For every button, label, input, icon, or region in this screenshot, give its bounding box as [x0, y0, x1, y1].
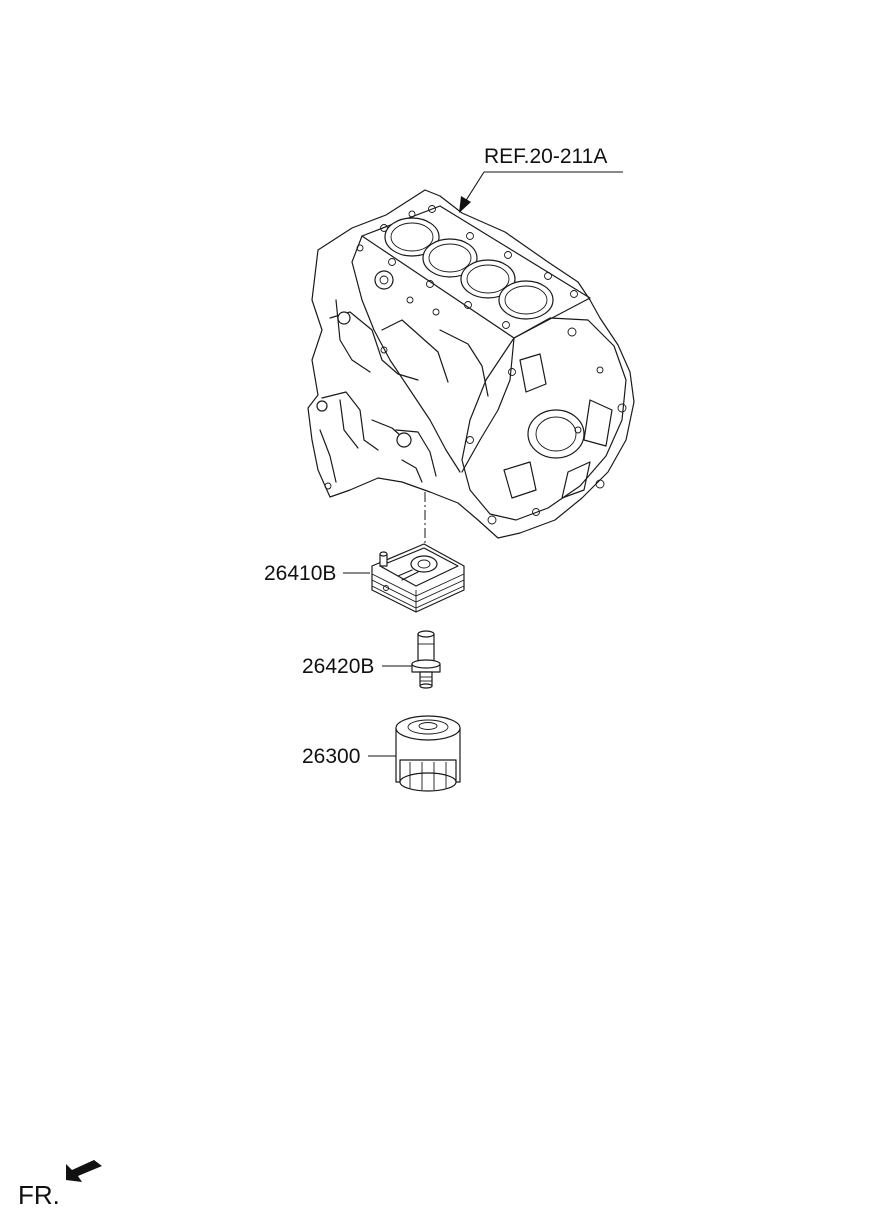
oil-cooler-callout: 26410B	[264, 562, 370, 585]
oil-filter-callout: 26300	[302, 745, 396, 768]
front-orientation-mark: FR.	[18, 1160, 102, 1210]
ref-arrowhead	[459, 196, 471, 213]
oil-cooler-label: 26410B	[264, 562, 336, 585]
front-label: FR.	[18, 1180, 60, 1210]
engine-block	[307, 189, 635, 539]
bolt-part	[411, 630, 441, 689]
ref-callout: REF.20-211A	[459, 145, 623, 213]
bolt-callout: 26420B	[302, 655, 412, 678]
cylinder-bores	[384, 217, 554, 320]
oil-filter-label: 26300	[302, 745, 360, 768]
oil-cooler-part	[371, 543, 465, 613]
deck-bolt-holes	[356, 205, 578, 329]
ref-label: REF.20-211A	[484, 145, 607, 168]
bolt-label: 26420B	[302, 655, 374, 678]
front-direction-arrow-icon	[66, 1160, 102, 1182]
bellhousing-flange	[461, 317, 627, 525]
oil-filter-part	[395, 715, 461, 792]
